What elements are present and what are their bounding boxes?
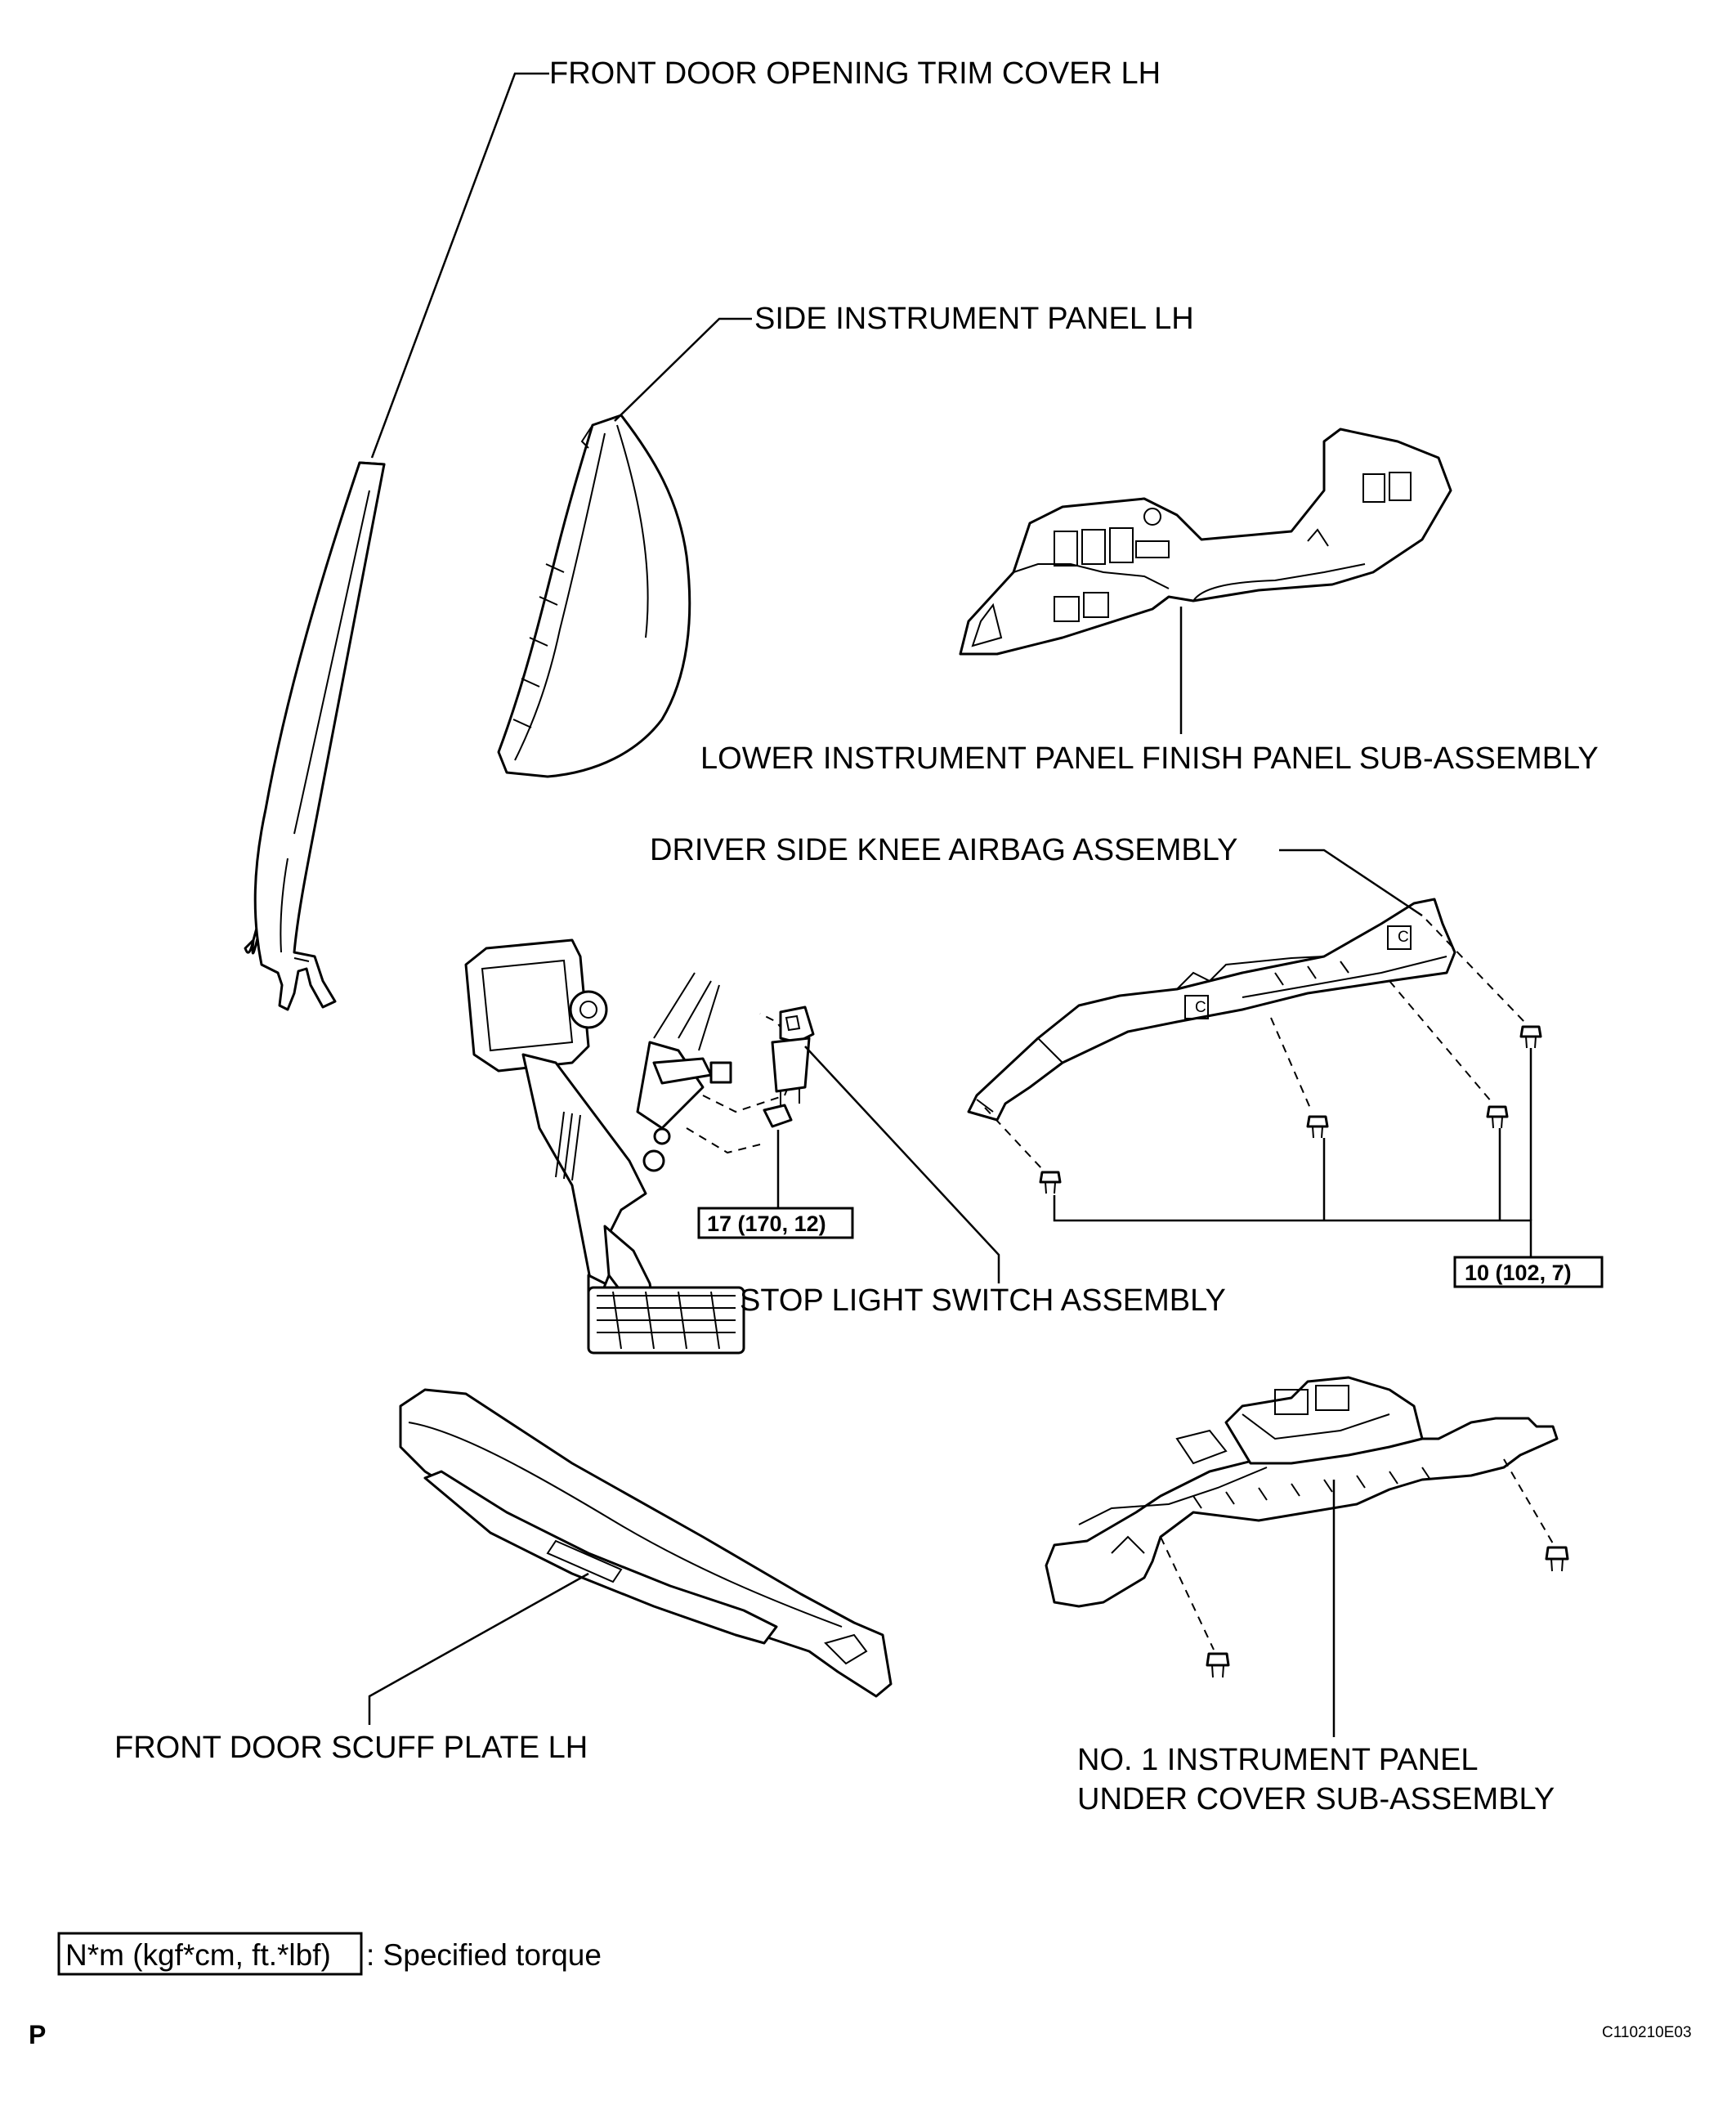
label-knee-airbag-assembly: DRIVER SIDE KNEE AIRBAG ASSEMBLY (650, 833, 1237, 867)
legend-text: : Specified torque (366, 1938, 602, 1972)
front-door-opening-trim-cover (244, 461, 386, 1011)
torque-spec-stop-light-nut: 17 (170, 12) (697, 1207, 854, 1239)
front-door-scuff-plate (399, 1388, 893, 1698)
leader-lines (368, 72, 1532, 1737)
knee-airbag-assembly: C C (967, 898, 1456, 1122)
lower-instrument-panel-finish-panel (959, 428, 1452, 656)
torque-value-10: 10 (102, 7) (1465, 1261, 1572, 1285)
airbag-bolts (984, 919, 1542, 1194)
brake-pedal-assembly (464, 938, 803, 1355)
section-mark: P (29, 2020, 46, 2049)
legend: N*m (kgf*cm, ft.*lbf) : Specified torque (57, 1932, 602, 1976)
label-side-instrument-panel: SIDE INSTRUMENT PANEL LH (754, 302, 1194, 336)
svg-text:C: C (1195, 999, 1206, 1016)
label-front-door-scuff-plate: FRONT DOOR SCUFF PLATE LH (114, 1731, 588, 1765)
torque-spec-airbag-bolts: 10 (102, 7) (1453, 1256, 1604, 1288)
label-stop-light-switch: STOP LIGHT SWITCH ASSEMBLY (740, 1283, 1226, 1318)
label-under-cover-line1: NO. 1 INSTRUMENT PANEL (1077, 1743, 1479, 1777)
label-under-cover-line2: UNDER COVER SUB-ASSEMBLY (1077, 1782, 1555, 1816)
svg-text:C: C (1398, 929, 1409, 946)
stop-light-switch (763, 1005, 815, 1128)
label-lower-instrument-panel-finish-panel: LOWER INSTRUMENT PANEL FINISH PANEL SUB-… (700, 741, 1599, 776)
torque-value-17: 17 (170, 12) (707, 1211, 826, 1236)
no1-under-cover (1045, 1376, 1569, 1678)
legend-unit: N*m (kgf*cm, ft.*lbf) (65, 1938, 331, 1972)
side-instrument-panel (497, 414, 691, 778)
figure-code: C110210E03 (1602, 2024, 1692, 2041)
label-front-door-opening-trim-cover: FRONT DOOR OPENING TRIM COVER LH (549, 56, 1161, 91)
part-labels: FRONT DOOR OPENING TRIM COVER LH SIDE IN… (114, 56, 1599, 1816)
